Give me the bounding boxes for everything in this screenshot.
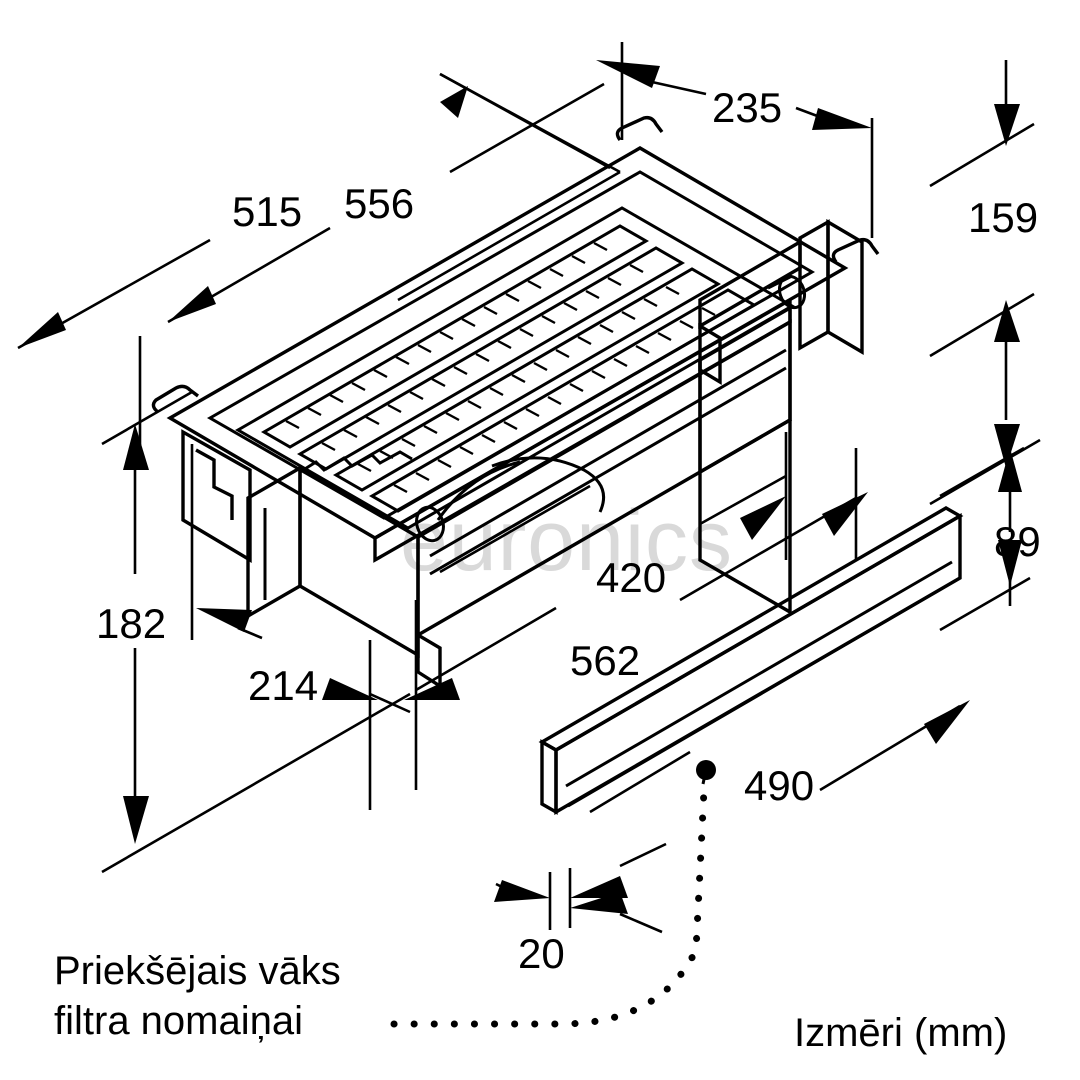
chassis-groove-2 (429, 366, 787, 576)
euronics-watermark: euronics (400, 493, 733, 589)
dimline-420-right (699, 474, 787, 526)
ext-line-182-top (101, 390, 193, 446)
front-cover-callout: Priekšējais vāks filtra nomaiņai (54, 786, 708, 1043)
hood-tab-top (615, 115, 664, 142)
hood-top-plate (166, 146, 849, 540)
arrow-89-down (998, 540, 1022, 586)
arrow-159-down (994, 104, 1020, 146)
ext-line-159-top (929, 122, 1035, 188)
dimline-420-left (439, 484, 591, 574)
arrow-182-up (123, 424, 149, 470)
motor-housing-top-profile (299, 450, 413, 474)
arrow-89-up (998, 448, 1022, 492)
dimline-490-left (589, 750, 691, 814)
arrow-420-right (740, 496, 786, 540)
hood-left-face (181, 429, 252, 563)
dimline-556-lead-high (449, 82, 605, 174)
dim-label-235: 235 (712, 84, 782, 131)
chassis-groove-1 (429, 348, 787, 558)
arrow-20-right (570, 876, 628, 898)
arrow-159-down2 (994, 424, 1020, 468)
dimline-214-right (369, 692, 411, 714)
dim-label-490: 490 (744, 762, 814, 809)
arrow-214-left (196, 608, 252, 632)
dim-label-159: 159 (968, 194, 1038, 241)
dimension-182: 182 (96, 390, 411, 874)
dimension-490: 490 (589, 700, 970, 814)
arrow-562-right (822, 492, 868, 536)
dimension-214: 214 (190, 444, 411, 810)
dimline-556-seg (439, 72, 611, 170)
filter-perforations (285, 241, 716, 494)
dimline-562-left (415, 606, 557, 692)
arrow-562-left (404, 678, 460, 700)
ext-line-182-bottom (101, 692, 411, 874)
dimline-20-right (619, 842, 667, 868)
front-cover-bottom-edge (541, 802, 557, 814)
support-rail-end (698, 322, 722, 386)
arrow-182-down (123, 796, 149, 844)
dimension-556: 556 (167, 72, 611, 324)
dim-label-562: 562 (570, 637, 640, 684)
arrow-490-right (924, 700, 970, 744)
arrow-515-left (18, 312, 66, 348)
front-cover-panel-group (538, 506, 964, 815)
callout-dotted-leader (390, 786, 708, 1028)
front-cover-left-end (540, 739, 558, 815)
front-cover-corner (541, 740, 557, 752)
dimension-20: 20 (494, 842, 667, 977)
arrow-556-right (440, 86, 468, 118)
dim-label-89: 89 (994, 518, 1041, 565)
dim-label-182: 182 (96, 600, 166, 647)
dimline-235-left (651, 80, 707, 96)
front-cover-groove-1 (567, 576, 961, 808)
units-label: Izmēri (mm) (794, 1011, 1007, 1055)
arrow-556-left (168, 286, 216, 322)
dimline-515-lead-high (397, 170, 621, 302)
front-cover-groove-2 (565, 560, 953, 788)
chassis-back-wall (698, 360, 792, 615)
support-rail (698, 239, 802, 329)
dimension-235: 235 (596, 42, 874, 238)
filter-slat (333, 267, 721, 492)
ext-line-159-bottom (929, 292, 1035, 358)
dim-label-420: 420 (596, 554, 666, 601)
dimension-89: 89 (939, 446, 1041, 632)
arrow-235-right (812, 108, 872, 130)
right-bracket-face (826, 219, 864, 355)
arrow-159-up (994, 300, 1020, 342)
filter-slat (261, 224, 649, 449)
callout-line-1: Priekšējais vāks (54, 949, 341, 993)
hood-tab-right (831, 237, 880, 264)
ext-line-89-bottom (939, 576, 1031, 632)
dim-label-20: 20 (518, 930, 565, 977)
dim-label-214: 214 (248, 662, 318, 709)
hood-tab-left (151, 384, 200, 414)
arrow-20-left (494, 880, 550, 902)
arrow-214-right (322, 678, 378, 700)
fan-outlet-arch (491, 456, 605, 513)
hood-left-notch (195, 448, 234, 520)
arrow-20-right2 (570, 892, 628, 914)
arrow-235-left (596, 60, 660, 88)
filter-slat (369, 288, 757, 513)
dim-label-556: 556 (344, 180, 414, 227)
dimension-159: 159 (929, 60, 1041, 506)
callout-leader-stem (701, 769, 708, 785)
hood-rear-slab (373, 297, 792, 563)
dim-label-515: 515 (232, 188, 302, 235)
hood-body-group (151, 115, 880, 690)
dimline-20-right2 (619, 912, 663, 934)
callout-line-2: filtra nomaiņai (54, 999, 303, 1043)
dimension-562: 562 (404, 448, 868, 790)
